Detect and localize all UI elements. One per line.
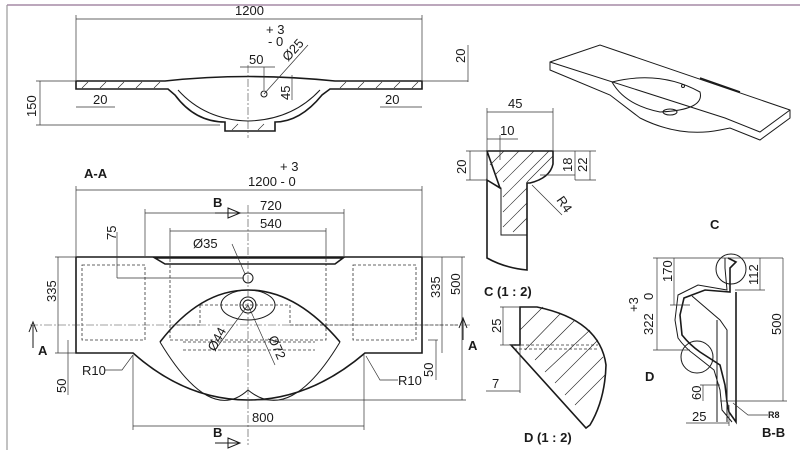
h322-dim: 322 — [641, 313, 656, 335]
width-dim: 45 — [508, 96, 522, 111]
bowl-inner-dim: 540 — [260, 216, 282, 231]
detail-c-title: C (1 : 2) — [484, 284, 532, 299]
view-title-a-a: A-A — [84, 166, 108, 181]
tap-offset-dim: 75 — [104, 226, 119, 240]
hole-offset-dim: 50 — [249, 52, 263, 67]
tolerance-plus: +3 — [626, 297, 641, 312]
w-dim: 7 — [492, 376, 499, 391]
h-dim: 25 — [489, 319, 504, 333]
inner-dim: 10 — [500, 123, 514, 138]
tolerance-plus: + 3 — [280, 159, 298, 174]
total-depth-dim: 500 — [448, 273, 463, 295]
radius-left-dim: R10 — [82, 363, 106, 378]
offset-right-dim: 50 — [421, 363, 436, 377]
plan-view: A-A + 3 1200 - 0 B 720 540 75 Ø35 335 33… — [28, 159, 478, 449]
depth-left-dim: 335 — [44, 280, 59, 302]
hole-depth-dim: 45 — [278, 86, 293, 100]
bowl-outer-dim: 720 — [260, 198, 282, 213]
edge-right-dim: 20 — [385, 92, 399, 107]
section-a-right-label: A — [468, 338, 478, 353]
hole-dia-dim: Ø25 — [279, 36, 307, 64]
w25-dim: 25 — [692, 409, 706, 424]
edge-left-dim: 20 — [93, 92, 107, 107]
front-width-dim: 800 — [252, 410, 274, 425]
radius-dim: R8 — [768, 410, 780, 420]
section-b-top-label: B — [213, 195, 222, 210]
h2-dim: 22 — [575, 158, 590, 172]
section-b-bottom-label: B — [213, 425, 222, 440]
slab-thickness-dim: 20 — [453, 49, 468, 63]
tap-dia-dim: Ø35 — [193, 236, 218, 251]
tolerance-minus: - 0 — [268, 34, 283, 49]
isometric-view — [549, 44, 791, 141]
detail-d-marker: D — [645, 369, 654, 384]
h112-dim: 112 — [746, 264, 761, 285]
offset-left-dim: 50 — [54, 379, 69, 393]
section-b-b-title: B-B — [762, 425, 785, 440]
thickness-dim: 20 — [454, 160, 469, 174]
detail-c: 45 10 20 18 22 R4 C (1 : 2) — [454, 96, 596, 299]
section-b-b: C 170 +3 0 322 112 500 D 60 25 R8 B-B — [626, 217, 787, 440]
tolerance-plus: + 3 — [266, 22, 284, 37]
h60-dim: 60 — [689, 386, 704, 400]
detail-c-marker: C — [710, 217, 720, 232]
h1-dim: 18 — [560, 158, 575, 172]
h500-dim: 500 — [769, 313, 784, 335]
section-a-left-label: A — [38, 343, 48, 358]
detail-d: 25 7 D (1 : 2) — [486, 306, 607, 445]
radius-right-dim: R10 — [398, 373, 422, 388]
width-dim: 1200 - 0 — [248, 174, 296, 189]
tolerance-zero: 0 — [641, 293, 656, 300]
drain-outer-dim: Ø44 — [204, 325, 229, 354]
depth-right-dim: 335 — [428, 276, 443, 298]
height-dim: 150 — [24, 95, 39, 117]
width-dim: 1200 — [235, 3, 264, 18]
detail-d-title: D (1 : 2) — [524, 430, 572, 445]
radius-dim: R4 — [554, 193, 576, 215]
drain-inner-dim: Ø72 — [265, 333, 289, 362]
h170-dim: 170 — [660, 260, 675, 282]
front-section-view: 1200 + 3 - 0 Ø25 50 45 20 150 20 20 — [24, 3, 469, 138]
